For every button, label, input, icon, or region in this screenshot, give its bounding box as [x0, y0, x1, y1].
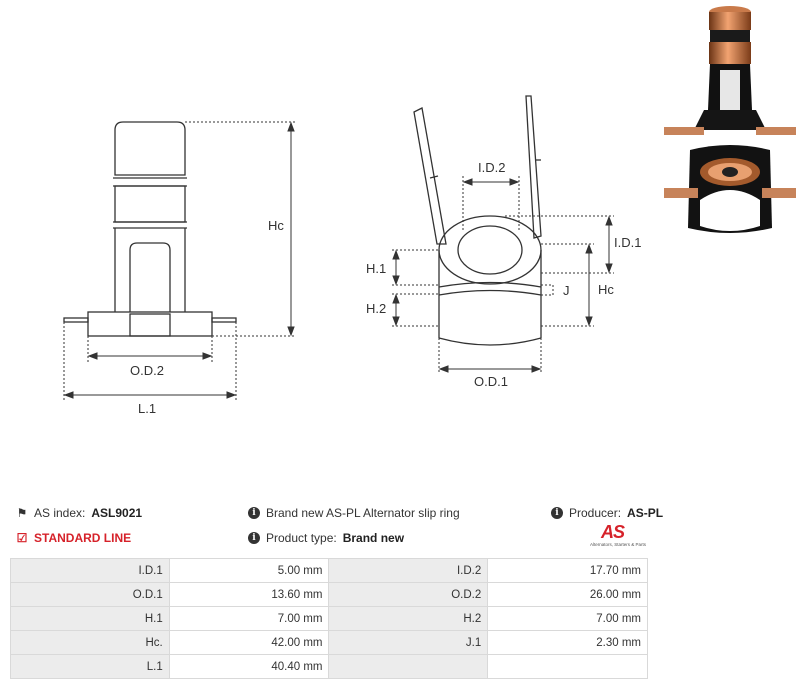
table-row: O.D.1 13.60 mm O.D.2 26.00 mm — [10, 582, 648, 607]
spec-label: O.D.1 — [10, 582, 170, 607]
left-view-slip-ring — [63, 121, 237, 337]
spec-value — [487, 654, 648, 679]
description-text: Brand new AS-PL Alternator slip ring — [266, 506, 460, 520]
spec-label: L.1 — [10, 654, 170, 679]
table-row: I.D.1 5.00 mm I.D.2 17.70 mm — [10, 558, 648, 583]
right-od1-label: O.D.1 — [474, 374, 508, 389]
producer-label: Producer: — [569, 506, 622, 520]
spec-value: 2.30 mm — [487, 630, 648, 655]
spec-label: O.D.2 — [328, 582, 489, 607]
left-view-dimensions — [63, 121, 296, 400]
right-j-label: J — [563, 283, 570, 298]
tag-icon: ⚑ — [16, 506, 28, 520]
spec-label: I.D.2 — [328, 558, 489, 583]
as-index: ⚑ AS index: ASL9021 — [16, 506, 142, 520]
product-photo — [664, 6, 796, 233]
right-id2-label: I.D.2 — [478, 160, 505, 175]
right-view-slip-ring — [413, 95, 554, 346]
producer: i Producer: AS-PL — [551, 506, 663, 520]
spec-value: 7.00 mm — [487, 606, 648, 631]
spec-value: 40.40 mm — [168, 654, 330, 679]
spec-label: H.1 — [10, 606, 170, 631]
spec-label: I.D.1 — [10, 558, 170, 583]
as-index-label: AS index: — [34, 506, 86, 520]
info-icon: i — [551, 507, 563, 519]
spec-value: 17.70 mm — [487, 558, 648, 583]
spec-value: 5.00 mm — [168, 558, 330, 583]
standard-line-label: STANDARD LINE — [34, 531, 132, 545]
left-l1-label: L.1 — [138, 401, 156, 416]
technical-drawing: Hc O.D.2 L.1 — [63, 95, 641, 416]
specs-table: I.D.1 5.00 mm I.D.2 17.70 mm O.D.1 13.60… — [10, 558, 648, 679]
table-row: H.1 7.00 mm H.2 7.00 mm — [10, 606, 648, 631]
spec-value: 42.00 mm — [168, 630, 330, 655]
table-row: Hc. 42.00 mm J.1 2.30 mm — [10, 630, 648, 655]
right-view-dimension-arrows — [392, 178, 613, 373]
as-index-value: ASL9021 — [91, 506, 143, 520]
right-view-dimensions — [392, 176, 614, 374]
producer-value: AS-PL — [627, 506, 664, 520]
checkbox-checked-icon: ☑ — [16, 531, 28, 545]
spec-label: J.1 — [328, 630, 489, 655]
right-hc-label: Hc — [598, 282, 614, 297]
product-type-label: Product type: — [266, 531, 337, 545]
spec-value: 13.60 mm — [168, 582, 330, 607]
logo-mark: AS — [601, 522, 625, 542]
right-h1-label: H.1 — [366, 261, 386, 276]
spec-value: 7.00 mm — [168, 606, 330, 631]
info-icon: i — [248, 507, 260, 519]
product-info: ⚑ AS index: ASL9021 ☑ STANDARD LINE i Br… — [0, 500, 800, 560]
description: i Brand new AS-PL Alternator slip ring — [248, 506, 460, 520]
product-type-value: Brand new — [342, 531, 405, 545]
left-view-dimension-arrows — [63, 121, 295, 399]
standard-line: ☑ STANDARD LINE — [16, 531, 132, 545]
spec-label: H.2 — [328, 606, 489, 631]
spec-label: Hc. — [10, 630, 170, 655]
left-od2-label: O.D.2 — [130, 363, 164, 378]
as-pl-logo: AS Alternators, Starters & Parts — [583, 522, 653, 552]
right-h2-label: H.2 — [366, 301, 386, 316]
info-icon: i — [248, 532, 260, 544]
product-type: i Product type: Brand new — [248, 531, 404, 545]
spec-label — [328, 654, 489, 679]
left-hc-label: Hc — [268, 218, 284, 233]
table-row: L.1 40.40 mm — [10, 654, 648, 679]
spec-value: 26.00 mm — [487, 582, 648, 607]
logo-subtitle: Alternators, Starters & Parts — [589, 542, 647, 547]
right-id1-label: I.D.1 — [614, 235, 641, 250]
